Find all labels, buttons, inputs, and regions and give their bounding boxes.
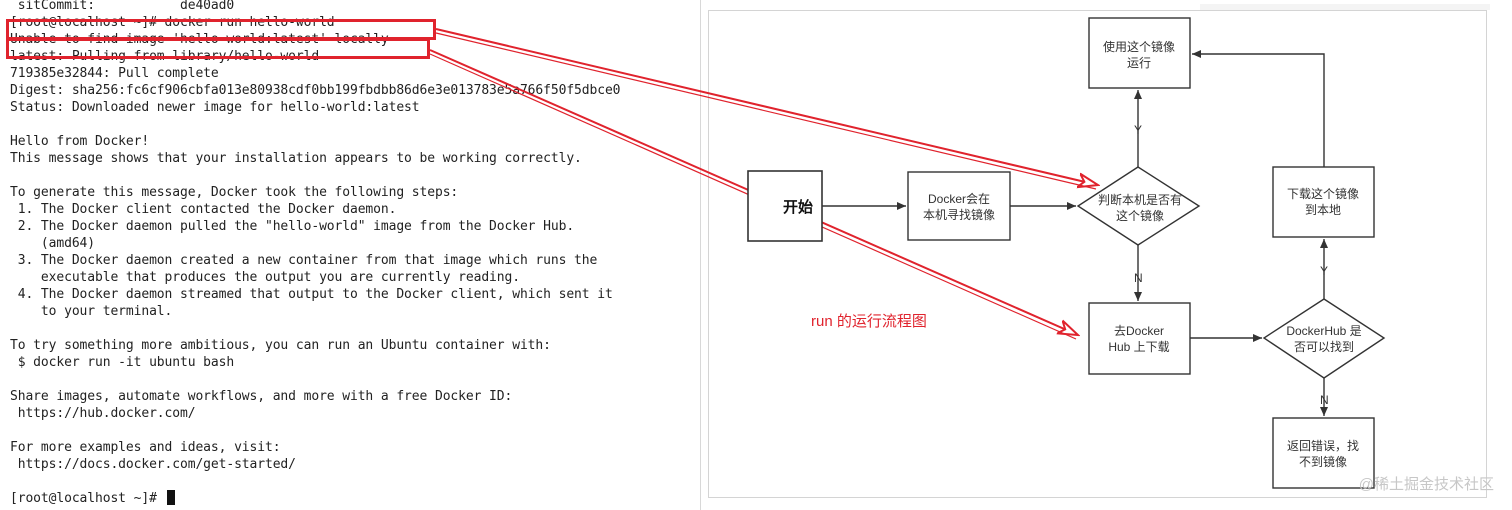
terminal-line: 4. The Docker daemon streamed that outpu…	[10, 287, 613, 302]
node-local-search-line2: 本机寻找镜像	[923, 207, 995, 222]
node-download-local-line2: 到本地	[1305, 203, 1341, 217]
node-hub-download-line1: 去Docker	[1114, 324, 1164, 338]
terminal-line: This message shows that your installatio…	[10, 151, 582, 166]
node-check-local-line1: 判断本机是否有	[1098, 192, 1182, 207]
node-check-hub-line1: DockerHub 是	[1286, 324, 1361, 338]
terminal-line: Share images, automate workflows, and mo…	[10, 389, 513, 404]
terminal-line: [root@localhost ~]#	[10, 490, 175, 507]
node-local-search	[907, 171, 1011, 241]
node-check-hub	[1262, 298, 1386, 379]
highlight-pulling	[6, 38, 430, 59]
terminal-line: $ docker run -it ubuntu bash	[10, 355, 235, 370]
terminal-line: to your terminal.	[10, 304, 173, 319]
terminal-line: To try something more ambitious, you can…	[10, 338, 551, 353]
node-download-local	[1272, 166, 1375, 238]
edge-download-to-run	[1192, 50, 1325, 167]
node-run-image-line1: 使用这个镜像	[1103, 39, 1175, 54]
node-error-line2: 不到镜像	[1299, 454, 1347, 469]
terminal-line: For more examples and ideas, visit:	[10, 440, 281, 455]
node-hub-download-line2: Hub 上下载	[1108, 340, 1169, 354]
label-check-no: N	[1134, 271, 1143, 285]
callout-arrow-1	[435, 28, 1098, 190]
node-local-search-line1: Docker会在	[928, 192, 990, 206]
terminal-window: sitCommit: de40ad0 [root@localhost ~]# do…	[0, 0, 701, 510]
label-hub-no: N	[1320, 393, 1329, 407]
node-check-local-line2: 这个镜像	[1116, 208, 1164, 223]
panel-top-strip	[1200, 4, 1490, 10]
label-check-yes: Y	[1134, 123, 1142, 137]
terminal-line: [root@localhost ~]# docker run hello-wor…	[10, 15, 335, 30]
node-hub-download	[1088, 302, 1191, 375]
terminal-line: To generate this message, Docker took th…	[10, 185, 459, 200]
terminal-line: Digest: sha256:fc6cf906cbfa013e80938cdf0…	[10, 83, 621, 98]
node-run-image-line2: 运行	[1127, 56, 1151, 70]
terminal-cursor	[166, 490, 175, 505]
terminal-line: 719385e32844: Pull complete	[10, 66, 219, 81]
terminal-line: 1. The Docker client contacted the Docke…	[10, 202, 397, 217]
terminal-line: Status: Downloaded newer image for hello…	[10, 100, 420, 115]
terminal-line: 3. The Docker daemon created a new conta…	[10, 253, 598, 268]
flowchart-panel	[708, 10, 1487, 498]
terminal-line: sitCommit: de40ad0	[10, 0, 235, 13]
node-check-hub-line2: 否可以找到	[1294, 340, 1354, 354]
terminal-line: https://hub.docker.com/	[10, 406, 196, 421]
node-error-line1: 返回错误，找	[1287, 439, 1359, 453]
node-error	[1272, 417, 1375, 489]
label-hub-yes: Y	[1320, 264, 1328, 278]
watermark: @稀土掘金技术社区	[1358, 476, 1494, 493]
node-start-label: 开始	[783, 198, 813, 216]
node-run-image	[1088, 17, 1191, 89]
terminal-line: https://docs.docker.com/get-started/	[10, 457, 296, 472]
node-start	[747, 170, 823, 242]
terminal-line: (amd64)	[10, 236, 95, 251]
terminal-line: Hello from Docker!	[10, 134, 150, 149]
terminal-line: 2. The Docker daemon pulled the "hello-w…	[10, 219, 575, 234]
node-download-local-line1: 下载这个镜像	[1287, 186, 1359, 201]
diagram-caption: run 的运行流程图	[811, 313, 927, 330]
terminal-line: executable that produces the output you …	[10, 270, 520, 285]
